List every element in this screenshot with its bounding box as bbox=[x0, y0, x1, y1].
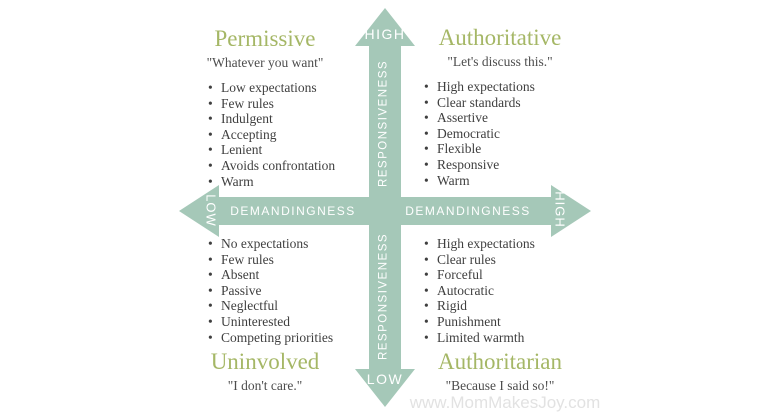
arrow-down-icon bbox=[355, 369, 415, 407]
trait-list: No expectationsFew rulesAbsentPassiveNeg… bbox=[160, 236, 370, 345]
trait-item: Passive bbox=[208, 283, 370, 299]
trait-item: Absent bbox=[208, 267, 370, 283]
horizontal-low-label: LOW bbox=[203, 194, 219, 227]
trait-item: Punishment bbox=[424, 314, 585, 330]
trait-item: Clear standards bbox=[424, 95, 585, 111]
site-watermark: www.MomMakesJoy.com bbox=[409, 393, 601, 412]
quadrant-quote: "Let's discuss this." bbox=[447, 54, 553, 69]
quadrant-authoritative: Authoritative "Let's discuss this." High… bbox=[415, 25, 585, 188]
demandingness-axis-label-left: DEMANDINGNESS bbox=[230, 204, 356, 218]
trait-item: Responsive bbox=[424, 157, 585, 173]
trait-item: Avoids confrontation bbox=[208, 158, 370, 174]
quadrant-quote: "Because I said so!" bbox=[445, 378, 555, 394]
vertical-low-label: LOW bbox=[366, 371, 404, 387]
trait-item: Indulgent bbox=[208, 111, 370, 127]
trait-item: Lenient bbox=[208, 142, 370, 158]
quadrant-quote: "I don't care." bbox=[227, 378, 303, 394]
quadrant-title: Uninvolved bbox=[210, 349, 320, 375]
trait-item: Rigid bbox=[424, 298, 585, 314]
quadrant-title: Permissive bbox=[214, 26, 316, 51]
trait-item: Warm bbox=[424, 173, 585, 189]
quadrant-title: Authoritative bbox=[438, 25, 562, 50]
trait-item: Clear rules bbox=[424, 252, 585, 268]
trait-item: Autocratic bbox=[424, 283, 585, 299]
demandingness-axis-label-right: DEMANDINGNESS bbox=[405, 204, 531, 218]
quadrant-quote: "Whatever you want" bbox=[206, 55, 324, 70]
arrow-left-icon bbox=[179, 185, 219, 237]
trait-item: Flexible bbox=[424, 141, 585, 157]
arrow-up-icon bbox=[355, 8, 415, 46]
trait-item: Low expectations bbox=[208, 80, 370, 96]
trait-list: High expectationsClear rulesForcefulAuto… bbox=[415, 236, 585, 345]
trait-item: Competing priorities bbox=[208, 330, 370, 346]
trait-item: Uninterested bbox=[208, 314, 370, 330]
trait-item: Democratic bbox=[424, 126, 585, 142]
horizontal-high-label: HIGH bbox=[552, 191, 568, 228]
trait-item: Accepting bbox=[208, 127, 370, 143]
vertical-high-label: HIGH bbox=[364, 26, 406, 42]
trait-item: Forceful bbox=[424, 267, 585, 283]
quadrant-uninvolved: No expectationsFew rulesAbsentPassiveNeg… bbox=[160, 234, 370, 395]
demandingness-axis-shaft bbox=[205, 197, 565, 225]
trait-item: Warm bbox=[208, 174, 370, 190]
arrow-right-icon bbox=[551, 185, 591, 237]
trait-item: No expectations bbox=[208, 236, 370, 252]
quadrant-authoritarian: High expectationsClear rulesForcefulAuto… bbox=[415, 234, 585, 395]
trait-item: Few rules bbox=[208, 96, 370, 112]
trait-list: High expectationsClear standardsAssertiv… bbox=[415, 79, 585, 188]
responsiveness-axis-label-top: RESPONSIVENESS bbox=[377, 59, 390, 188]
responsiveness-axis-label-bottom: RESPONSIVENESS bbox=[377, 232, 390, 361]
trait-item: High expectations bbox=[424, 236, 585, 252]
quadrant-permissive: Permissive "Whatever you want" Low expec… bbox=[160, 26, 370, 189]
trait-list: Low expectationsFew rulesIndulgentAccept… bbox=[160, 80, 370, 189]
trait-item: Neglectful bbox=[208, 298, 370, 314]
trait-item: Few rules bbox=[208, 252, 370, 268]
quadrant-title: Authoritarian bbox=[438, 349, 562, 375]
trait-item: Assertive bbox=[424, 110, 585, 126]
trait-item: Limited warmth bbox=[424, 330, 585, 346]
trait-item: High expectations bbox=[424, 79, 585, 95]
